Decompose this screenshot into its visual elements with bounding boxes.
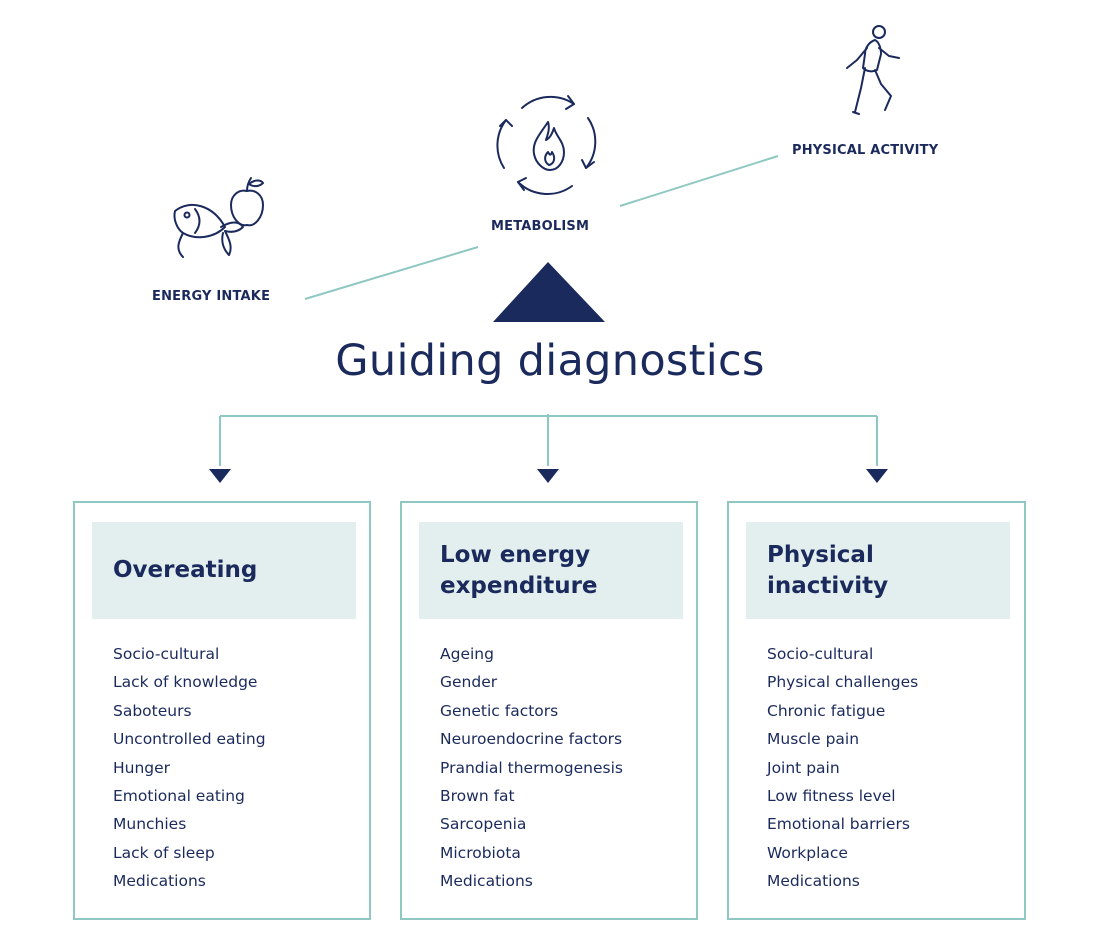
list-item: Munchies — [113, 815, 187, 834]
physical-activity-label: PHYSICAL ACTIVITY — [792, 143, 939, 158]
fulcrum-triangle — [493, 262, 605, 322]
card-header: Overeating — [92, 522, 356, 619]
list-item: Socio-cultural — [767, 645, 874, 663]
fish-and-apple-icon — [173, 177, 264, 258]
card-title: Overeating — [113, 557, 258, 583]
list-item: Physical challenges — [767, 673, 919, 692]
list-item: Chronic fatigue — [767, 701, 886, 720]
list-item: Medications — [113, 872, 206, 891]
list-item: Gender — [440, 673, 498, 692]
list-item: Lack of knowledge — [113, 673, 258, 692]
arrow-down-icon — [537, 469, 559, 483]
arrow-down-icon — [209, 469, 231, 483]
card-title: Low energy expenditure — [440, 541, 598, 599]
list-item: Microbiota — [440, 843, 521, 862]
list-item: Neuroendocrine factors — [440, 730, 623, 749]
list-item: Emotional barriers — [767, 815, 910, 834]
card-title: Physical inactivity — [767, 541, 889, 599]
card-list: Ageing Gender Genetic factors Neuroendoc… — [440, 640, 623, 896]
list-item: Medications — [440, 872, 533, 891]
list-item: Medications — [767, 872, 860, 891]
card-low-energy-expenditure: Low energy expenditure Ageing Gender Gen… — [400, 501, 698, 920]
list-item: Ageing — [440, 645, 494, 663]
card-overeating: Overeating Socio-cultural Lack of knowle… — [73, 501, 371, 920]
metabolism-label: METABOLISM — [491, 219, 590, 234]
runner-icon — [846, 25, 900, 115]
balance-beam-left — [304, 246, 479, 300]
list-item: Genetic factors — [440, 701, 559, 720]
list-item: Joint pain — [767, 758, 840, 777]
arrow-down-icon — [866, 469, 888, 483]
list-item: Muscle pain — [767, 730, 860, 749]
card-physical-inactivity: Physical inactivity Socio-cultural Physi… — [727, 501, 1026, 920]
list-item: Uncontrolled eating — [113, 730, 266, 749]
card-header: Physical inactivity — [746, 522, 1010, 619]
connector-tree — [209, 414, 888, 483]
card-list: Socio-cultural Physical challenges Chron… — [767, 640, 918, 896]
list-item: Low fitness level — [767, 787, 896, 806]
balance-beam-right — [619, 155, 779, 207]
list-item: Brown fat — [440, 787, 515, 806]
list-item: Socio-cultural — [113, 645, 220, 663]
list-item: Prandial thermogenesis — [440, 758, 623, 777]
list-item: Sarcopenia — [440, 815, 527, 834]
metabolism-cycle-flame-icon — [496, 95, 597, 195]
card-list: Socio-cultural Lack of knowledge Saboteu… — [113, 640, 266, 896]
energy-intake-label: ENERGY INTAKE — [152, 289, 271, 304]
list-item: Workplace — [767, 843, 848, 862]
list-item: Lack of sleep — [113, 843, 215, 862]
list-item: Saboteurs — [113, 701, 192, 720]
card-header: Low energy expenditure — [419, 522, 683, 619]
list-item: Emotional eating — [113, 787, 245, 806]
balance-diagram — [304, 155, 779, 322]
page-title: Guiding diagnostics — [335, 336, 765, 386]
list-item: Hunger — [113, 758, 171, 777]
